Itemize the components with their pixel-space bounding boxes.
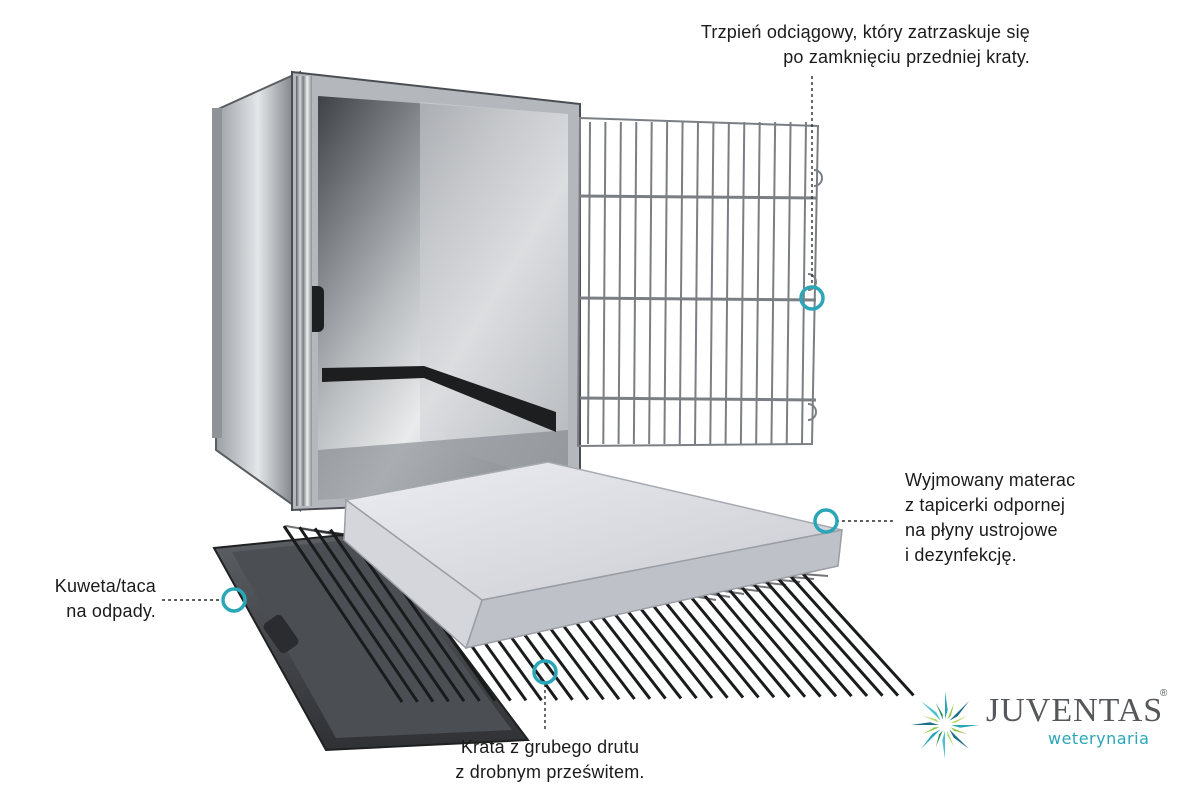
logo-ray	[922, 727, 940, 735]
door-latch-loop	[807, 403, 817, 421]
door-wire	[617, 121, 622, 445]
door-wire	[724, 121, 730, 445]
grate-bar	[763, 562, 884, 697]
logo-ray	[920, 729, 941, 750]
door-wire	[648, 121, 653, 445]
door-wire	[663, 121, 669, 445]
wire-door	[576, 116, 823, 448]
logo-ray	[949, 700, 970, 721]
door-wire	[632, 121, 638, 445]
callout-tray: Kuweta/taca na odpady.	[22, 574, 156, 624]
door-latch-loop	[807, 273, 817, 291]
callout-mattress-line-4: i dezynfekcję.	[905, 545, 1017, 565]
door-wire	[755, 121, 761, 445]
door-frame	[576, 116, 820, 448]
door-wire	[709, 121, 715, 445]
door-wire	[785, 121, 792, 445]
logo-ray	[935, 702, 943, 720]
logo-ray	[949, 729, 970, 750]
door-wire	[801, 121, 807, 445]
callout-tray-line-2: na odpady.	[66, 601, 156, 621]
door-wire	[602, 121, 607, 445]
ring-marker-icon	[532, 659, 558, 685]
cabinet-interior-back	[420, 102, 568, 486]
callout-tray-line-1: Kuweta/taca	[54, 576, 156, 596]
door-wire	[739, 121, 746, 445]
callout-mattress: Wyjmowany materac z tapicerki odpornej n…	[905, 468, 1075, 568]
waste-tray	[212, 530, 530, 752]
grate-bar	[329, 528, 450, 703]
logo-name: JUVENTAS	[986, 692, 1164, 729]
logo-ray	[911, 722, 939, 725]
grate-bar	[313, 527, 435, 703]
logo-subtitle: weterynaria	[1048, 729, 1150, 748]
grate-bar	[747, 561, 869, 697]
callout-latch-pin-line-2: po zamknięciu przedniej kraty.	[783, 47, 1030, 67]
interior-rail	[322, 366, 424, 382]
logo-ray	[945, 691, 948, 719]
logo-registered-mark: ®	[1160, 688, 1168, 699]
grate-bar	[298, 526, 419, 703]
grate-bar	[282, 525, 404, 703]
door-crossbar	[579, 296, 817, 302]
door-wire	[587, 121, 591, 445]
frame-reflection	[296, 76, 312, 506]
callout-grate-line-1: Krata z grubego drutu	[460, 737, 640, 757]
ring-markers	[221, 285, 839, 685]
callout-mattress-line-2: z tapicerki odpornej	[905, 495, 1066, 515]
grate-bar	[778, 563, 900, 697]
door-crossbar	[579, 194, 817, 200]
interior-rail	[424, 366, 556, 432]
leader-lines	[162, 76, 894, 730]
logo-ray	[942, 731, 945, 759]
ring-marker-icon	[221, 587, 247, 613]
mattress	[343, 461, 843, 650]
callout-latch-pin-line-1: Trzpień odciągowy, który zatrzaskuje się	[700, 22, 1030, 42]
logo-ray	[947, 730, 955, 748]
ring-marker-icon	[799, 285, 825, 311]
cabinet-side-latch	[212, 108, 222, 438]
grate-bar	[794, 564, 915, 697]
door-latch-loop	[813, 169, 823, 187]
star-burst-logo-icon	[911, 691, 979, 759]
cabinet-side-panel	[215, 70, 301, 512]
door-wire	[770, 121, 777, 445]
mattress-side	[343, 498, 483, 650]
logo-ray	[920, 700, 941, 721]
door-crossbar	[579, 396, 817, 402]
logo-ray	[951, 725, 979, 728]
callout-grate: Krata z grubego drutu z drobnym prześwit…	[415, 735, 685, 785]
callout-mattress-line-1: Wyjmowany materac	[905, 470, 1076, 490]
door-wire	[678, 121, 684, 445]
brand-logo: JUVENTAS ® weterynaria	[906, 686, 1176, 766]
tray-rim	[232, 538, 512, 738]
callout-grate-line-2: z drobnym prześwitem.	[455, 762, 645, 782]
callout-latch-pin: Trzpień odciągowy, który zatrzaskuje się…	[620, 20, 1030, 70]
tray-handle	[263, 614, 299, 654]
ring-marker-icon	[813, 508, 839, 534]
door-wire	[694, 121, 699, 445]
cabinet	[212, 70, 581, 512]
callout-mattress-line-3: na płyny ustrojowe	[905, 520, 1058, 540]
logo-ray	[950, 715, 968, 723]
